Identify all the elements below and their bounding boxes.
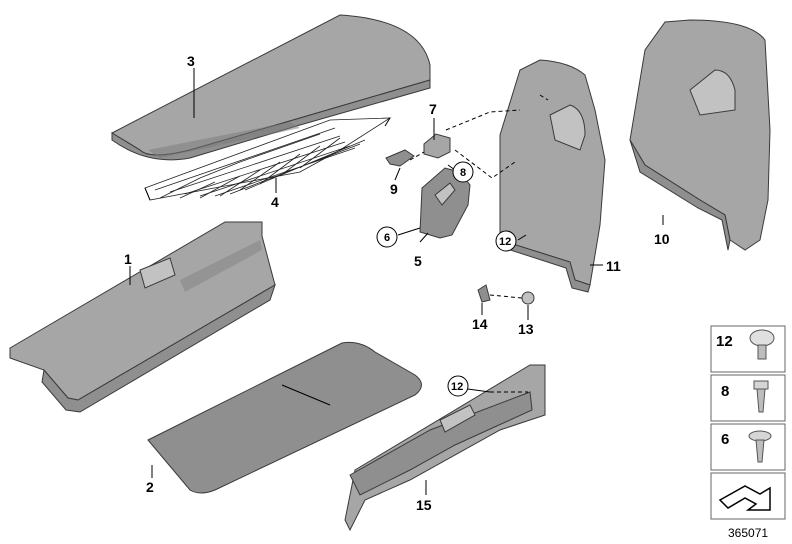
part-2-floor-mat xyxy=(147,341,422,494)
fastener-legend: 12 8 6 xyxy=(710,325,786,520)
callout-1: 1 xyxy=(124,251,132,267)
callout-14: 14 xyxy=(472,316,488,332)
part-7-clip xyxy=(423,133,451,159)
svg-text:8: 8 xyxy=(460,167,466,179)
part-9-clip xyxy=(385,149,415,167)
callout-11: 11 xyxy=(606,258,621,274)
callout-3: 3 xyxy=(187,53,195,69)
svg-text:12: 12 xyxy=(451,381,463,393)
callout-15: 15 xyxy=(416,497,432,513)
circled-callout-6: 6 xyxy=(376,226,398,248)
callout-13: 13 xyxy=(518,321,534,337)
part-13-nut xyxy=(521,291,535,305)
part-10-right-trim xyxy=(629,19,771,251)
push-clip-icon xyxy=(749,329,775,360)
callout-4: 4 xyxy=(271,194,279,210)
circled-callout-8: 8 xyxy=(452,161,474,183)
legend-number: 8 xyxy=(721,383,729,400)
svg-text:6: 6 xyxy=(384,232,390,244)
svg-text:12: 12 xyxy=(499,236,511,248)
part-4-cargo-net xyxy=(144,117,392,201)
part-3-parcel-shelf xyxy=(110,14,431,161)
legend-row-6 xyxy=(710,423,786,471)
part-15-sill-trim xyxy=(344,364,546,532)
legend-number: 12 xyxy=(716,333,733,350)
part-1-side-trim xyxy=(9,221,276,413)
arrow-icon xyxy=(718,485,771,511)
callout-2: 2 xyxy=(146,479,154,495)
callout-9: 9 xyxy=(390,181,398,197)
legend-row-8 xyxy=(710,374,786,422)
circled-callout-12-sill: 12 xyxy=(447,375,469,397)
callout-7: 7 xyxy=(429,101,437,117)
part-14-fastener xyxy=(477,284,491,303)
reference-number: 365071 xyxy=(728,526,768,540)
callout-5: 5 xyxy=(414,253,422,269)
part-11-left-trim xyxy=(497,59,606,293)
part-5-bracket xyxy=(419,167,471,239)
circled-callout-12-panel: 12 xyxy=(495,230,517,252)
assembly-lines xyxy=(409,94,549,393)
legend-number: 6 xyxy=(721,431,729,448)
callout-10: 10 xyxy=(654,231,670,247)
collar-screw-icon xyxy=(748,430,772,463)
screw-icon xyxy=(753,380,769,413)
